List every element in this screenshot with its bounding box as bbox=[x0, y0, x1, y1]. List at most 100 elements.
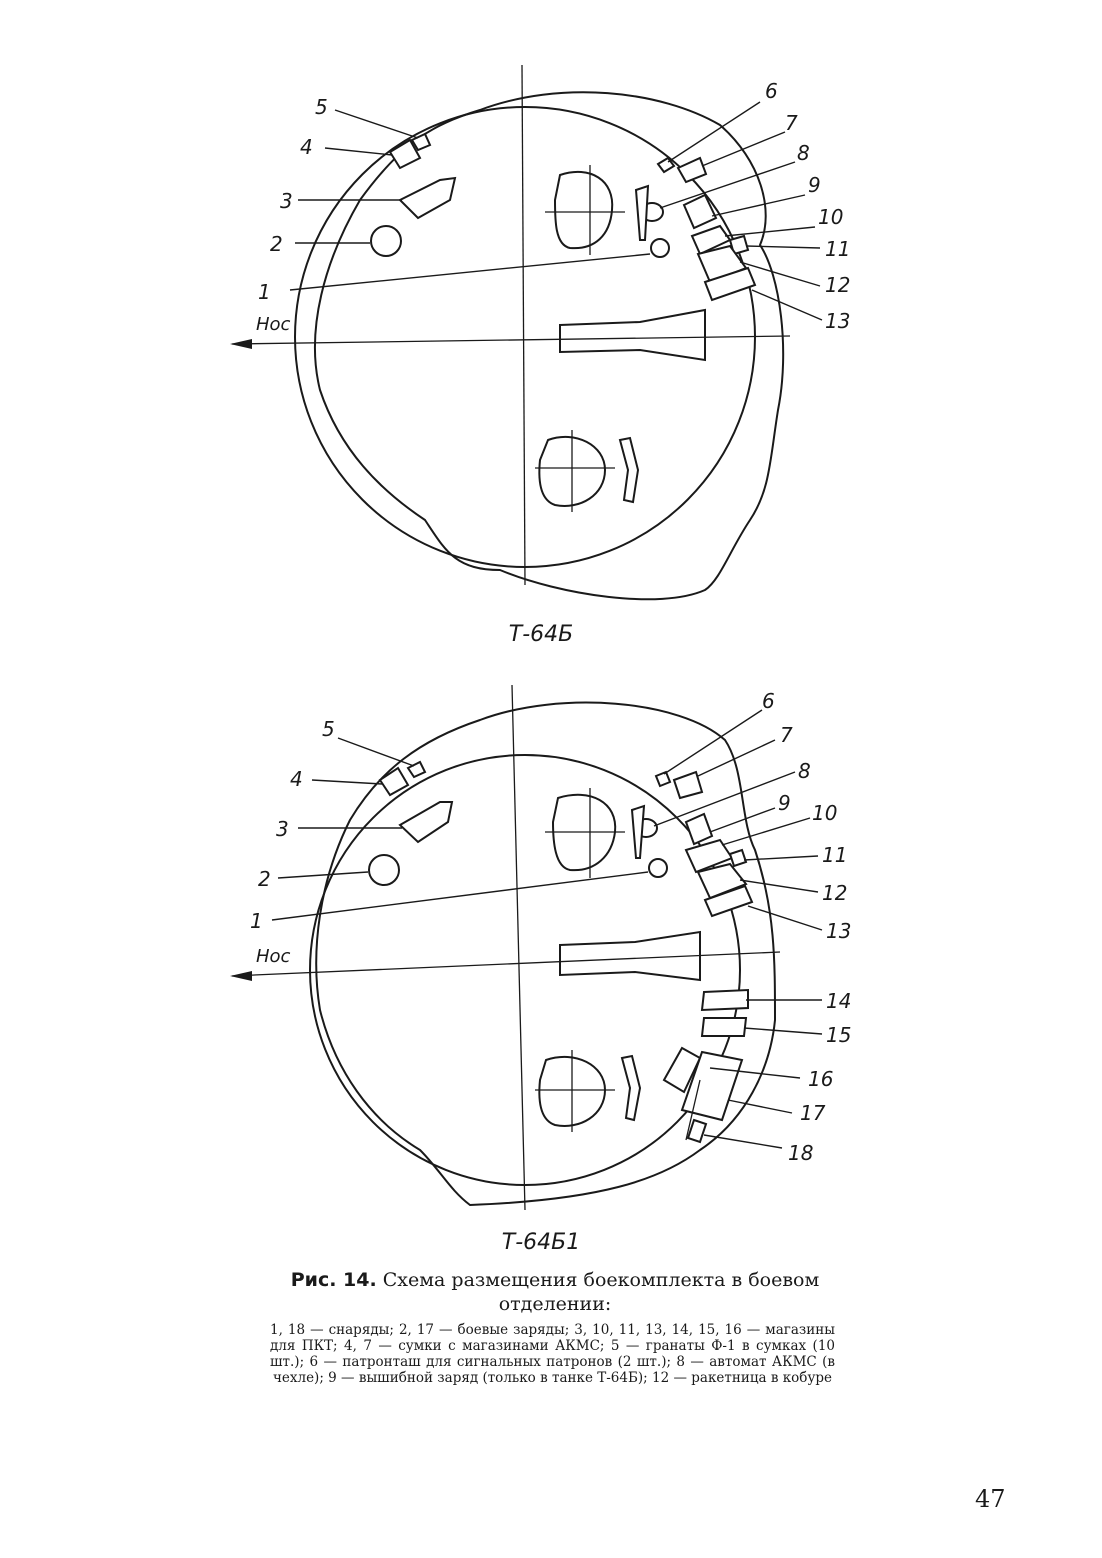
label-7: 7 bbox=[785, 111, 798, 135]
leader-7 bbox=[697, 739, 776, 777]
label-16: 16 bbox=[808, 1067, 833, 1091]
item-18-shell bbox=[686, 1118, 708, 1144]
label-11: 11 bbox=[825, 237, 850, 261]
item-7-akms-bag bbox=[676, 156, 708, 184]
seat-rail-bottom bbox=[620, 1054, 642, 1122]
leader-10 bbox=[724, 226, 816, 237]
label-1: 1 bbox=[250, 909, 263, 933]
tank-label-t64b: Т-64Б bbox=[508, 622, 574, 647]
label-8: 8 bbox=[798, 759, 811, 783]
commander-hatch-top bbox=[553, 170, 614, 250]
item-3-pkt-magazine bbox=[398, 176, 457, 220]
label-1: 1 bbox=[258, 280, 271, 304]
leader-16 bbox=[709, 1067, 801, 1079]
outer-hull-outline bbox=[315, 701, 777, 1207]
leader-13 bbox=[747, 905, 823, 931]
label-8: 8 bbox=[797, 141, 810, 165]
label-18: 18 bbox=[788, 1141, 813, 1165]
leader-12 bbox=[739, 879, 819, 893]
label-10: 10 bbox=[818, 205, 843, 229]
label-6: 6 bbox=[765, 79, 778, 103]
label-3: 3 bbox=[280, 189, 293, 213]
label-15: 15 bbox=[826, 1023, 851, 1047]
leader-10 bbox=[721, 817, 811, 846]
item-2-charge bbox=[368, 854, 400, 886]
item-2-charge bbox=[370, 225, 402, 257]
nose-axis-line bbox=[231, 335, 791, 345]
label-5: 5 bbox=[322, 717, 335, 741]
label-4: 4 bbox=[290, 767, 303, 791]
vertical-centerline bbox=[521, 64, 526, 586]
item-13-pkt-magazine bbox=[703, 884, 754, 918]
gunner-hatch-bottom bbox=[538, 1055, 607, 1127]
figure-caption: Рис. 14. Схема размещения боекомплекта в… bbox=[270, 1268, 840, 1316]
nose-arrow-icon bbox=[230, 971, 252, 981]
label-5: 5 bbox=[315, 95, 328, 119]
item-8-rifle-rail bbox=[634, 184, 650, 241]
item-15-pkt-magazine bbox=[700, 1017, 748, 1037]
leader-4 bbox=[311, 779, 383, 785]
nose-arrow-icon bbox=[230, 339, 252, 349]
page-number: 47 bbox=[975, 1485, 1006, 1513]
label-10: 10 bbox=[812, 801, 837, 825]
leader-5 bbox=[337, 737, 415, 767]
leader-9 bbox=[711, 194, 806, 217]
item-14-pkt-magazine bbox=[700, 988, 749, 1012]
item-11-pkt-magazine bbox=[728, 848, 748, 868]
commander-hatch-top bbox=[551, 793, 617, 872]
item-17-charge bbox=[680, 1050, 744, 1122]
item-3-pkt-magazine bbox=[398, 801, 454, 844]
leader-1 bbox=[271, 871, 649, 921]
label-9: 9 bbox=[808, 173, 821, 197]
label-12: 12 bbox=[822, 881, 847, 905]
leader-1 bbox=[289, 253, 651, 291]
leader-13 bbox=[751, 289, 823, 321]
item-6-cartridge-belt bbox=[654, 770, 672, 788]
seat-rail-bottom bbox=[618, 436, 640, 504]
leader-12 bbox=[739, 261, 821, 287]
leader-7 bbox=[701, 131, 786, 167]
item-1-shell bbox=[650, 238, 670, 258]
tank-label-t64b1: Т-64Б1 bbox=[501, 1230, 581, 1255]
leader-8 bbox=[659, 161, 796, 209]
label-2: 2 bbox=[258, 867, 271, 891]
item-5-grenades bbox=[406, 760, 427, 779]
item-18-axis bbox=[685, 1079, 701, 1141]
vertical-centerline bbox=[511, 684, 526, 1211]
leader-17 bbox=[727, 1099, 793, 1114]
label-6: 6 bbox=[762, 689, 775, 713]
label-17: 17 bbox=[800, 1101, 826, 1125]
gun-breech bbox=[559, 308, 706, 362]
leader-2 bbox=[277, 871, 369, 879]
nose-label: Нос bbox=[256, 314, 291, 335]
diagram-t64b1-svg: 1 2 3 4 5 6 7 8 9 10 11 12 13 14 15 16 1… bbox=[230, 684, 851, 1211]
nose-axis-line bbox=[231, 951, 781, 977]
caption-text: Схема размещения боекомплекта в боевом о… bbox=[382, 1269, 820, 1315]
label-4: 4 bbox=[300, 135, 313, 159]
label-12: 12 bbox=[825, 273, 850, 297]
label-9: 9 bbox=[778, 791, 791, 815]
item-12-flare-gun bbox=[696, 862, 748, 900]
diagram-t64b1: 1 2 3 4 5 6 7 8 9 10 11 12 13 14 15 16 1… bbox=[0, 680, 1102, 1240]
item-4-akms-bag bbox=[378, 766, 410, 797]
label-13: 13 bbox=[826, 919, 851, 943]
caption-prefix: Рис. 14. bbox=[290, 1269, 377, 1291]
outer-hull-outline bbox=[314, 91, 785, 601]
leader-9 bbox=[709, 807, 776, 833]
label-13: 13 bbox=[825, 309, 850, 333]
gunner-hatch-bottom bbox=[538, 435, 607, 507]
label-3: 3 bbox=[276, 817, 289, 841]
label-7: 7 bbox=[780, 723, 793, 747]
item-4-akms-bag bbox=[388, 138, 422, 170]
leader-6 bbox=[667, 101, 761, 163]
diagram-t64b: 1 2 3 4 5 6 7 8 9 10 11 12 13 Нос bbox=[0, 50, 1102, 620]
gun-breech bbox=[559, 930, 701, 982]
label-2: 2 bbox=[270, 232, 283, 256]
item-8-rifle-rail bbox=[630, 804, 646, 859]
item-13-pkt-magazine bbox=[703, 266, 757, 302]
diagram-t64b-svg: 1 2 3 4 5 6 7 8 9 10 11 12 13 Нос bbox=[230, 64, 850, 601]
item-9-ejection-charge bbox=[682, 193, 718, 230]
leader-18 bbox=[703, 1134, 783, 1149]
leader-5 bbox=[334, 109, 419, 139]
item-1-shell bbox=[648, 858, 668, 878]
